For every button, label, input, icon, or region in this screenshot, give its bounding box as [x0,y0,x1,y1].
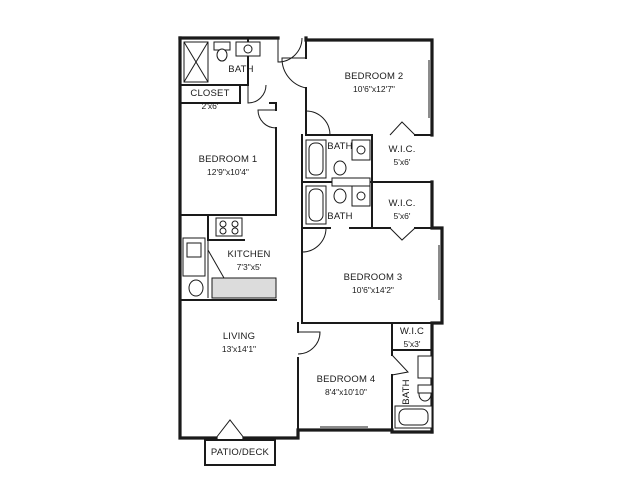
room-name: W.I.C. [388,144,416,155]
room-kitchen: KITCHEN 7'3"x5' [227,249,270,273]
room-bath-a: BATH [327,141,352,153]
area-name: PATIO/DECK [210,447,270,458]
room-name: BATH [327,141,353,152]
room-name: BEDROOM 4 [316,374,376,385]
room-bedroom-2: BEDROOM 2 10'6"x12'7" [345,71,404,95]
room-name: BATH [228,64,254,75]
room-closet: CLOSET 2'x6' [190,88,229,112]
room-wic-a: W.I.C. 5'x6' [388,144,415,168]
room-living: LIVING 13'x14'1" [222,331,256,355]
room-name: BEDROOM 3 [343,272,403,283]
fixtures [182,41,433,429]
room-name: W.I.C [399,326,425,337]
room-dimensions: 2'x6' [201,101,219,111]
room-bedroom-1: BEDROOM 1 12'9"x10'4" [199,154,258,178]
room-wic-c: W.I.C 5'x3' [400,326,424,350]
area-patio-deck: PATIO/DECK [211,447,269,459]
room-name: BATH [327,211,353,222]
room-name: BATH [401,379,412,405]
room-name: CLOSET [190,88,230,99]
room-dimensions: 8'4"x10'10" [325,387,367,397]
room-name: BEDROOM 1 [198,154,258,165]
room-name: LIVING [222,331,256,342]
room-bedroom-3: BEDROOM 3 10'6"x14'2" [344,272,403,296]
room-dimensions: 10'6"x14'2" [352,285,394,295]
room-dimensions: 12'9"x10'4" [207,167,249,177]
room-name: W.I.C. [388,198,416,209]
room-dimensions: 13'x14'1" [221,344,257,354]
doors [215,37,440,439]
room-wic-b: W.I.C. 5'x6' [388,198,415,222]
room-dimensions: 5'x3' [403,339,421,349]
room-bedroom-4: BEDROOM 4 8'4"x10'10" [317,374,376,398]
room-dimensions: 5'x6' [393,157,411,167]
patio-outline [204,439,276,466]
room-name: BEDROOM 2 [344,71,404,82]
room-dimensions: 7'3"x5' [236,262,262,272]
room-name: KITCHEN [227,249,271,260]
room-bath-c: BATH [401,379,413,404]
room-bath-top: BATH [228,64,253,76]
room-dimensions: 5'x6' [393,211,411,221]
room-dimensions: 10'6"x12'7" [353,84,395,94]
room-bath-b: BATH [327,211,352,223]
